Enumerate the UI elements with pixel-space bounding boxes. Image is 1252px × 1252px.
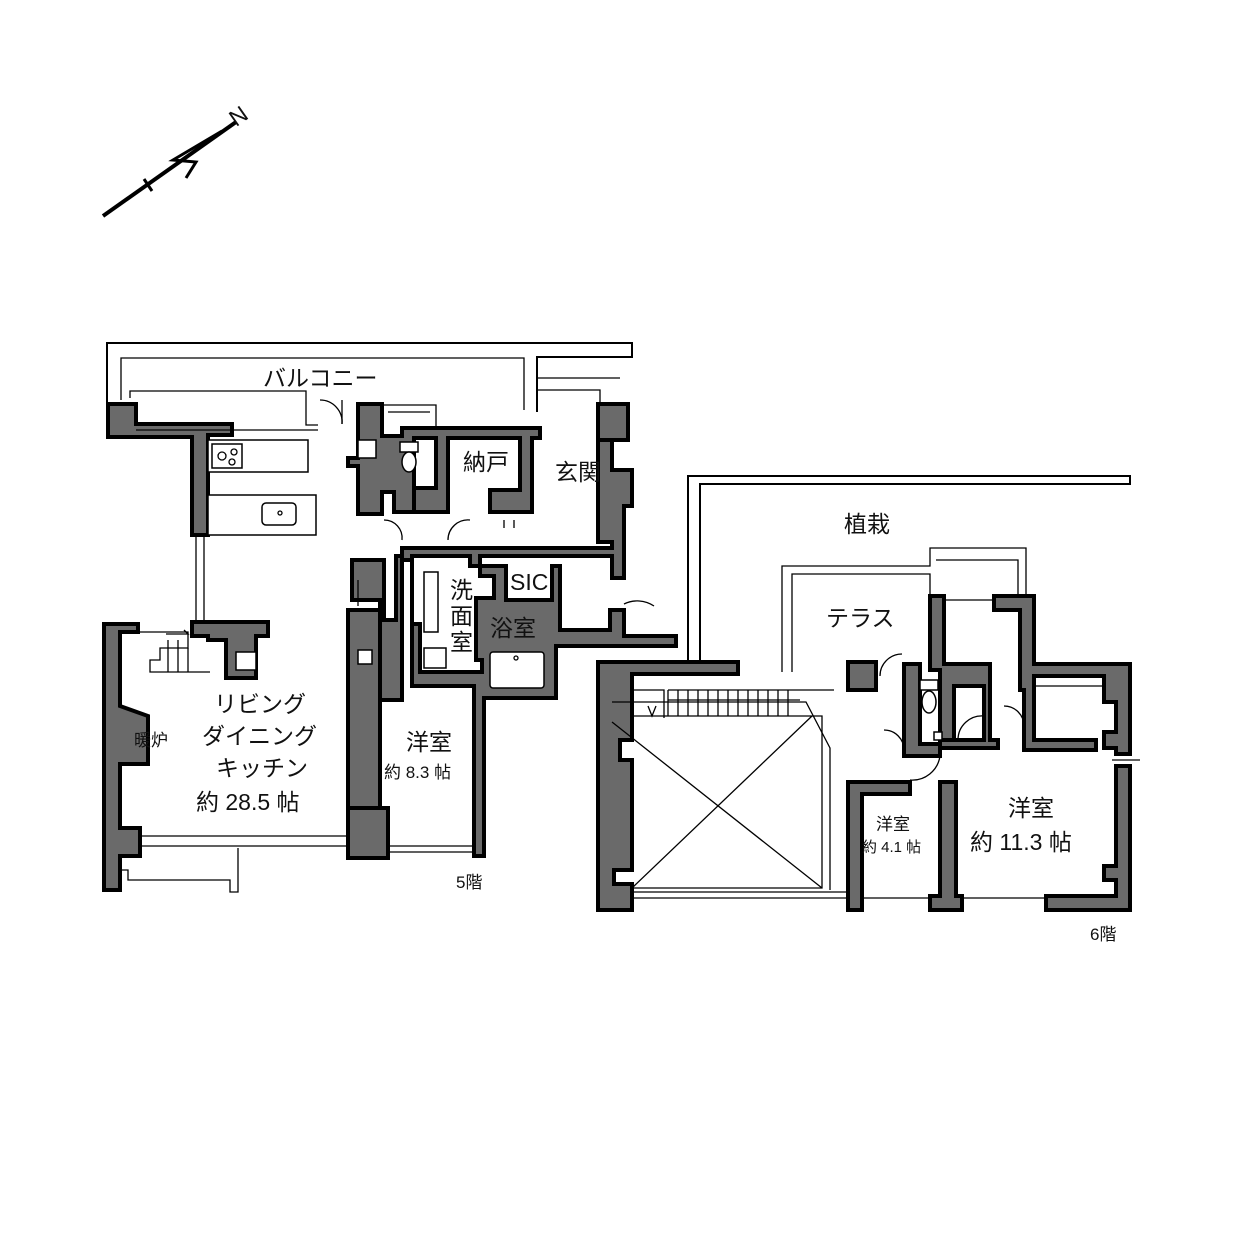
stove-icon [211,443,243,469]
washroom-label-1: 洗 [450,577,473,603]
terrace-label: テラス [826,605,895,631]
ldk-label-1: リビング [214,691,306,717]
washroom-label-2: 面 [450,603,473,629]
floor-6: 植栽 テラス 洋室 約 4.1 帖 洋室 約 11.3 帖 6階 [596,475,1140,944]
western-large-label: 洋室 [1008,795,1054,821]
floor-5-openings [120,399,655,893]
compass-icon: N [101,100,253,218]
ldk-label-3: キッチン [216,755,308,781]
floor-5-walls [102,402,678,892]
entrance-label: 玄関 [555,459,601,485]
ldk-size-label: 約 28.5 帖 [196,789,300,815]
bath-label: 浴室 [490,615,536,641]
western-room-label: 洋室 [406,729,452,755]
floor-5-fixtures [140,439,545,689]
floor-5-labels: バルコニー 納戸 玄関 SIC 洗 面 室 浴室 暖炉 リビング ダイニング キ… [134,365,601,892]
floor-6-openings [611,599,1140,899]
floor-6-labels: 植栽 テラス 洋室 約 4.1 帖 洋室 約 11.3 帖 6階 [826,511,1116,944]
balcony-label: バルコニー [263,365,378,391]
toilet-icon [399,441,419,453]
bathtub-icon [489,651,545,689]
fireplace-label: 暖炉 [134,731,168,750]
western-small-label: 洋室 [876,815,910,834]
floor-6-fixtures [919,679,943,741]
toilet-icon [919,679,939,691]
planting-outline [687,475,1131,672]
stairs-icon [634,689,834,718]
planting-label: 植栽 [844,511,890,537]
ldk-label-2: ダイニング [202,723,317,749]
floor-6-label: 6階 [1090,925,1116,944]
floor-5: バルコニー 納戸 玄関 SIC 洗 面 室 浴室 暖炉 リビング ダイニング キ… [102,342,678,893]
sic-label: SIC [510,569,548,595]
sink-icon [261,502,297,526]
western-small-size-label: 約 4.1 帖 [862,839,921,856]
floor-5-label: 5階 [456,873,482,892]
washroom-label-3: 室 [450,629,473,655]
balcony-outline [106,342,633,430]
stairs-icon [140,629,210,673]
western-room-size-label: 約 8.3 帖 [384,763,451,782]
storage-label: 納戸 [463,449,509,475]
western-large-size-label: 約 11.3 帖 [970,829,1072,855]
floor-6-walls [596,594,1132,912]
